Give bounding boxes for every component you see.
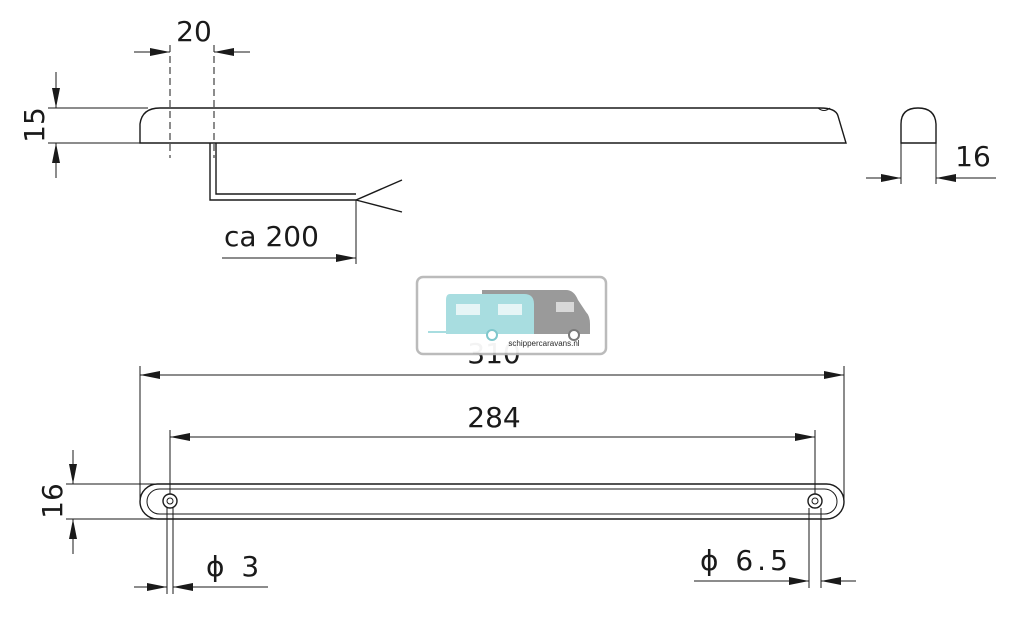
lamp-body-side — [139, 107, 847, 144]
right-mount-hole-inner — [811, 497, 819, 505]
lamp-body-top — [139, 483, 845, 520]
end-view — [866, 107, 996, 184]
dim-284-label: 284 — [467, 401, 520, 434]
caravan-window-right — [498, 304, 522, 315]
left-mount-hole-inner — [166, 497, 174, 505]
caravan-window-left — [456, 304, 480, 315]
camper-wheel — [568, 329, 580, 341]
dim-cable-label: ca 200 — [224, 220, 319, 253]
dim-phi65-label: ϕ 6.5 — [700, 544, 792, 577]
top-view — [66, 366, 856, 594]
dim-16-top-label: 16 — [36, 483, 69, 519]
lamp-lens-top — [146, 488, 838, 515]
watermark-text: schippercaravans.nl — [508, 339, 579, 348]
left-mount-hole — [162, 493, 178, 509]
watermark-logo: schippercaravans.nl — [415, 275, 608, 356]
lamp-notch — [817, 107, 831, 111]
cable — [209, 143, 403, 213]
caravan-wheel — [486, 329, 498, 341]
dim-16-end-label: 16 — [955, 140, 991, 173]
right-mount-hole — [807, 493, 823, 509]
camper-window — [556, 302, 574, 312]
dim-20-label: 20 — [176, 15, 212, 48]
dim-phi3-label: ϕ 3 — [206, 550, 263, 583]
lamp-profile — [900, 107, 937, 144]
side-view — [48, 45, 847, 264]
dim-15-label: 15 — [18, 107, 51, 143]
